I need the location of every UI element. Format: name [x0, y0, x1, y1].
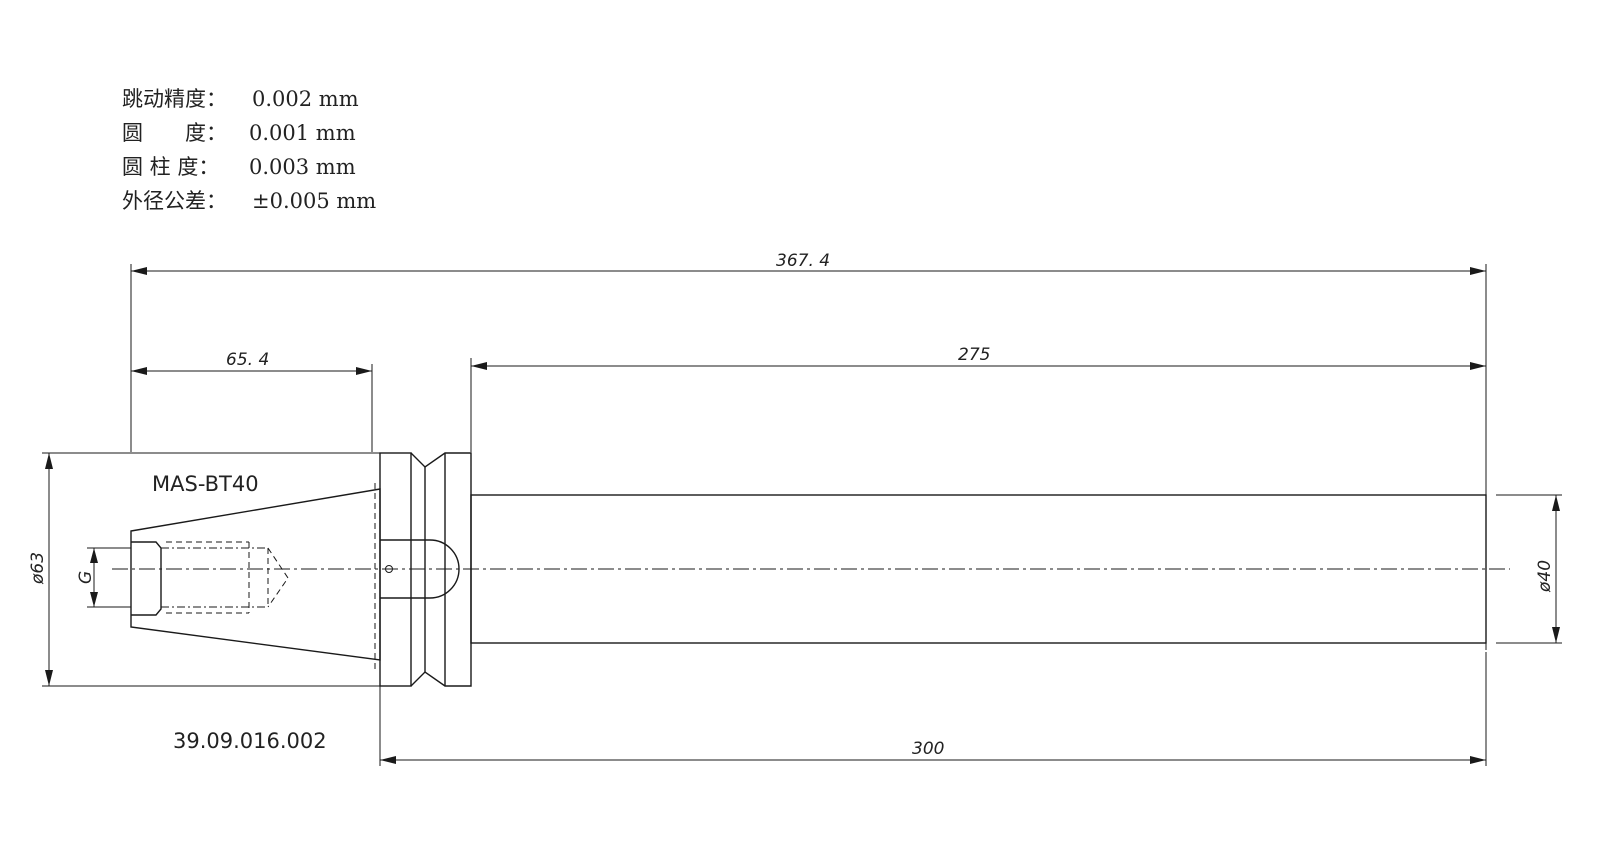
- spec-runout-value: 0.002 mm: [252, 87, 359, 111]
- arrow-head: [1470, 756, 1486, 764]
- spec-roundness-label: 圆 度：: [122, 121, 227, 145]
- spec-roundness-value: 0.001 mm: [249, 121, 356, 145]
- spec-od-tolerance-value: ±0.005 mm: [252, 189, 376, 213]
- dim-overall-length-text: 367. 4: [776, 251, 830, 271]
- dim-shank-length: 65. 4: [131, 350, 373, 452]
- taper-shank: [130, 488, 381, 661]
- spec-od-tolerance-label: 外径公差：: [122, 189, 227, 213]
- arrow-head: [45, 453, 53, 469]
- dim-bar-diameter: ø40: [1496, 494, 1562, 644]
- spec-block: 跳动精度： 0.002 mm 圆 度： 0.001 mm 圆 柱 度： 0.00…: [122, 87, 376, 213]
- arrow-head: [380, 756, 396, 764]
- dim-bar-diameter-text: ø40: [1535, 560, 1555, 593]
- dim-bar-length: 275: [470, 345, 1486, 452]
- tool-body: [130, 452, 1487, 687]
- spec-runout-label: 跳动精度：: [122, 87, 227, 111]
- arrow-head: [1552, 627, 1560, 643]
- arrow-head: [45, 670, 53, 686]
- spec-cylindricity-label: 圆 柱 度：: [122, 155, 219, 179]
- standard-label: MAS-BT40: [152, 472, 259, 496]
- dim-flange-diameter: ø63: [28, 452, 380, 687]
- arrow-head: [131, 367, 147, 375]
- dim-gauge-length-text: 300: [912, 739, 944, 759]
- dim-thread: G: [76, 547, 131, 608]
- arrow-head: [1470, 362, 1486, 370]
- pull-stud: [131, 541, 162, 616]
- dim-shank-length-text: 65. 4: [226, 350, 269, 370]
- arrow-head: [1470, 267, 1486, 275]
- dim-flange-diameter-text: ø63: [28, 552, 48, 585]
- dim-bar-length-text: 275: [958, 345, 990, 365]
- dim-gauge-length: 300: [379, 652, 1487, 766]
- arrow-head: [131, 267, 147, 275]
- arrow-head: [471, 362, 487, 370]
- spec-cylindricity-value: 0.003 mm: [249, 155, 356, 179]
- arrow-head: [356, 367, 372, 375]
- part-number-label: 39.09.016.002: [173, 729, 327, 753]
- dim-thread-text: G: [76, 571, 96, 584]
- dim-overall-length: 367. 4: [130, 251, 1487, 650]
- arrow-head: [1552, 495, 1560, 511]
- tapped-hole: [161, 541, 289, 614]
- arrow-head: [90, 592, 98, 607]
- arrow-head: [90, 548, 98, 563]
